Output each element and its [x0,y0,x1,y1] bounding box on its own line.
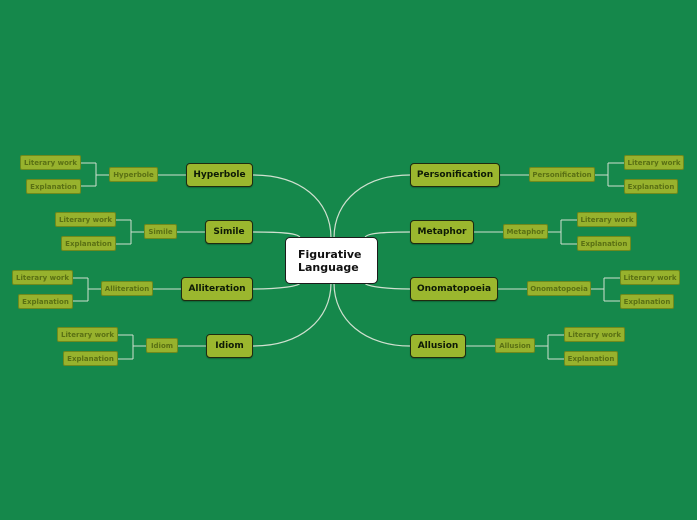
leaf-label: Explanation [22,297,69,306]
leaf-label: Literary work [61,330,114,339]
bracket-hyperbole [81,162,109,187]
leaf-simile-literary-work[interactable]: Literary work [55,212,116,227]
bracket-alliteration [73,277,101,302]
subtopic-label: Simile [148,227,173,236]
leaf-label: Explanation [627,182,675,191]
leaf-idiom-explanation[interactable]: Explanation [63,351,118,366]
bracket-simile [116,219,144,245]
subtopic-label: Metaphor [506,227,545,236]
main-topic-label: Alliteration [188,284,246,294]
main-topic-simile[interactable]: Simile [205,220,253,244]
leaf-label: Literary work [627,158,681,167]
subtopic-label: Onomatopoeia [530,284,588,293]
leaf-onomatopoeia-literary-work[interactable]: Literary work [620,270,680,285]
subtopic-personification[interactable]: Personification [529,167,595,182]
subtopic-idiom[interactable]: Idiom [146,338,178,353]
subtopic-label: Alliteration [104,284,150,293]
main-topic-idiom[interactable]: Idiom [206,334,253,358]
leaf-label: Literary work [16,273,69,282]
subtopic-hyperbole[interactable]: Hyperbole [109,167,158,182]
main-topic-allusion[interactable]: Allusion [410,334,466,358]
subtopic-label: Hyperbole [113,170,154,179]
main-topic-onomatopoeia[interactable]: Onomatopoeia [410,277,498,301]
leaf-label: Explanation [67,354,114,363]
leaf-label: Literary work [623,273,677,282]
link-central-metaphor [364,231,411,239]
leaf-label: Explanation [623,297,671,306]
leaf-label: Literary work [24,158,77,167]
leaf-alliteration-explanation[interactable]: Explanation [18,294,73,309]
subtopic-label: Idiom [150,341,174,350]
central-topic[interactable]: Figurative Language [285,237,378,284]
bracket-metaphor [548,219,577,245]
main-topic-label: Personification [416,170,494,180]
leaf-label: Explanation [30,182,77,191]
central-topic-line2: Language [298,260,359,274]
leaf-allusion-literary-work[interactable]: Literary work [564,327,625,342]
leaf-label: Literary work [568,330,621,339]
bracket-onomatopoeia [591,277,620,302]
leaf-label: Literary work [580,215,634,224]
link-central-personification [333,174,411,239]
leaf-label: Explanation [65,239,112,248]
main-topic-label: Idiom [215,341,244,351]
subtopic-onomatopoeia[interactable]: Onomatopoeia [527,281,591,296]
leaf-personification-literary-work[interactable]: Literary work [624,155,684,170]
central-topic-line1: Figurative [298,247,362,261]
main-topic-label: Metaphor [417,227,467,237]
leaf-metaphor-literary-work[interactable]: Literary work [577,212,637,227]
leaf-label: Literary work [59,215,112,224]
leaf-onomatopoeia-explanation[interactable]: Explanation [620,294,674,309]
main-topic-label: Allusion [417,341,459,351]
main-topic-label: Hyperbole [193,170,246,180]
leaf-simile-explanation[interactable]: Explanation [61,236,116,251]
main-topic-alliteration[interactable]: Alliteration [181,277,253,301]
leaf-hyperbole-explanation[interactable]: Explanation [26,179,81,194]
link-central-idiom [252,282,332,347]
subtopic-label: Allusion [499,341,531,350]
link-central-allusion [333,282,411,347]
link-central-simile [252,231,301,239]
bracket-personification [595,162,624,187]
leaf-metaphor-explanation[interactable]: Explanation [577,236,631,251]
bracket-allusion [535,334,564,360]
leaf-label: Explanation [567,354,615,363]
main-topic-hyperbole[interactable]: Hyperbole [186,163,253,187]
subtopic-alliteration[interactable]: Alliteration [101,281,153,296]
bracket-idiom [118,334,146,360]
subtopic-allusion[interactable]: Allusion [495,338,535,353]
leaf-hyperbole-literary-work[interactable]: Literary work [20,155,81,170]
leaf-alliteration-literary-work[interactable]: Literary work [12,270,73,285]
main-topic-metaphor[interactable]: Metaphor [410,220,474,244]
leaf-allusion-explanation[interactable]: Explanation [564,351,618,366]
leaf-personification-explanation[interactable]: Explanation [624,179,678,194]
main-topic-label: Simile [213,227,245,237]
main-topic-personification[interactable]: Personification [410,163,500,187]
link-central-hyperbole [252,174,332,239]
leaf-label: Explanation [580,239,628,248]
subtopic-simile[interactable]: Simile [144,224,177,239]
subtopic-label: Personification [532,170,592,179]
leaf-idiom-literary-work[interactable]: Literary work [57,327,118,342]
subtopic-metaphor[interactable]: Metaphor [503,224,548,239]
main-topic-label: Onomatopoeia [416,284,492,294]
